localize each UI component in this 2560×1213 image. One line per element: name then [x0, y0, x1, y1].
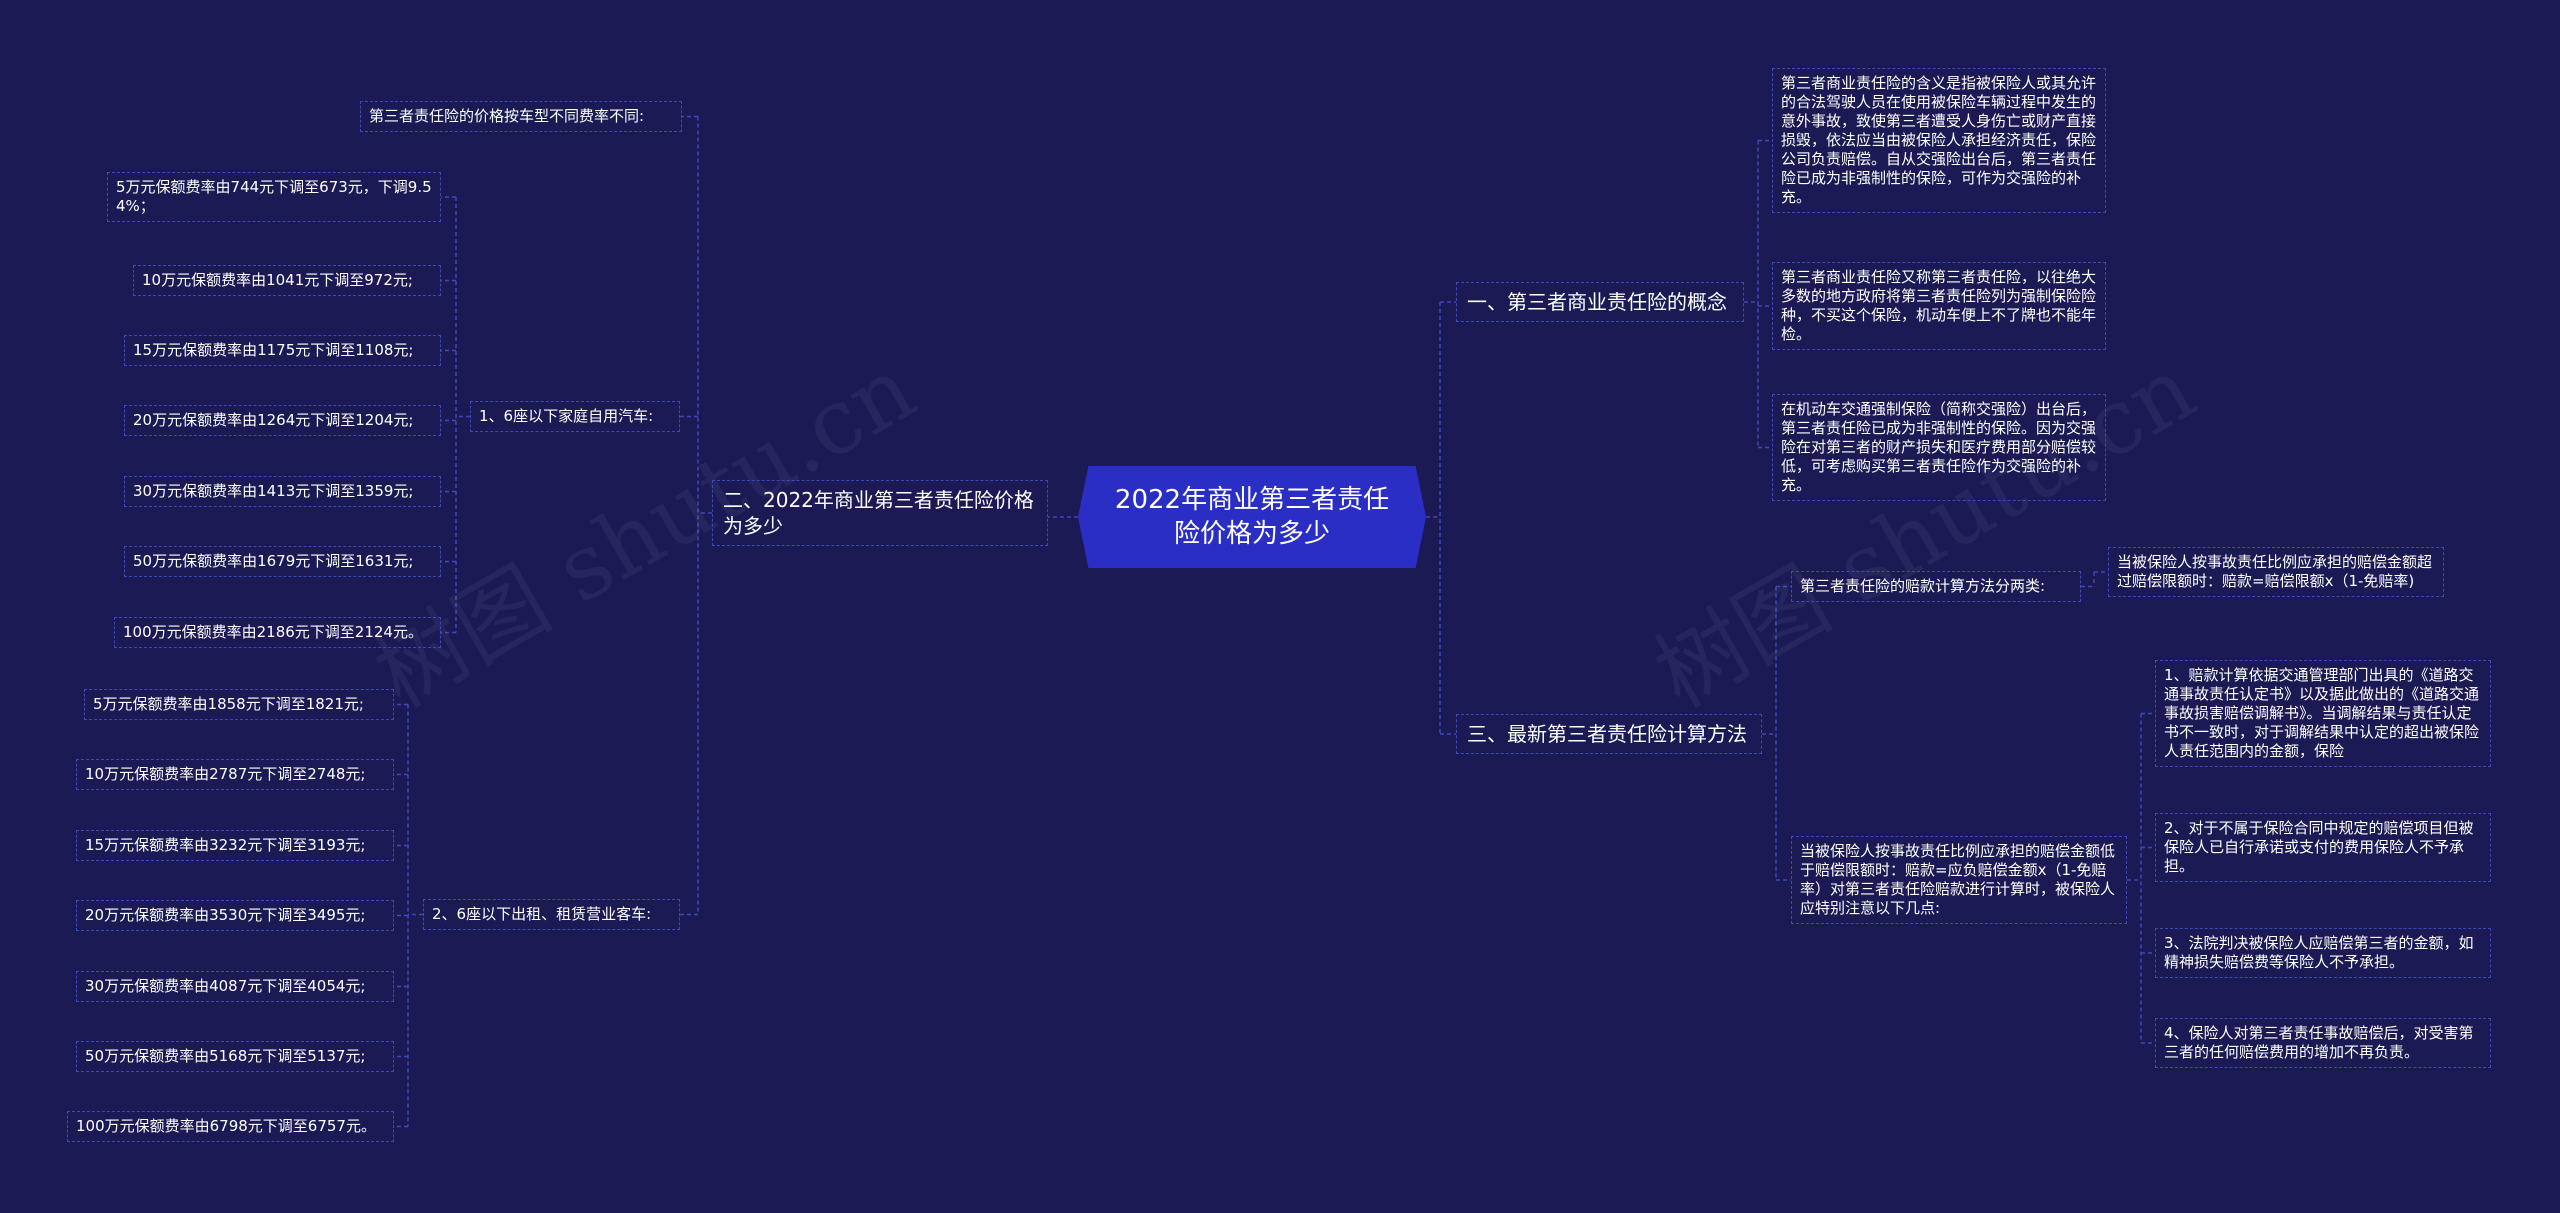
- calc-point[interactable]: 4、保险人对第三者责任事故赔偿后，对受害第三者的任何赔偿费用的增加不再负责。: [2155, 1018, 2491, 1068]
- concept-item[interactable]: 第三者商业责任险又称第三者责任险，以往绝大多数的地方政府将第三者责任险列为强制保…: [1772, 262, 2106, 350]
- calc-method-title[interactable]: 第三者责任险的赔款计算方法分两类:: [1791, 571, 2081, 602]
- rate-item[interactable]: 20万元保额费率由3530元下调至3495元;: [76, 900, 394, 931]
- calc-point[interactable]: 2、对于不属于保险合同中规定的赔偿项目但被保险人已自行承诺或支付的费用保险人不予…: [2155, 813, 2491, 882]
- rate-item[interactable]: 10万元保额费率由2787元下调至2748元;: [76, 759, 394, 790]
- rate-item[interactable]: 5万元保额费率由1858元下调至1821元;: [84, 689, 394, 720]
- branch-price[interactable]: 二、2022年商业第三者责任险价格为多少: [712, 480, 1048, 546]
- rate-item[interactable]: 100万元保额费率由6798元下调至6757元。: [67, 1111, 394, 1142]
- rate-item[interactable]: 30万元保额费率由1413元下调至1359元;: [124, 476, 441, 507]
- rate-item[interactable]: 30万元保额费率由4087元下调至4054元;: [76, 971, 394, 1002]
- calc-note[interactable]: 当被保险人按事故责任比例应承担的赔偿金额低于赔偿限额时：赔款=应负赔偿金额x（1…: [1791, 836, 2127, 924]
- rate-item[interactable]: 15万元保额费率由3232元下调至3193元;: [76, 830, 394, 861]
- rate-item[interactable]: 15万元保额费率由1175元下调至1108元;: [124, 335, 441, 366]
- concept-item[interactable]: 在机动车交通强制保险（简称交强险）出台后，第三者责任险已成为非强制性的保险。因为…: [1772, 394, 2106, 501]
- rate-item[interactable]: 50万元保额费率由5168元下调至5137元;: [76, 1041, 394, 1072]
- rate-item[interactable]: 20万元保额费率由1264元下调至1204元;: [124, 405, 441, 436]
- concept-item[interactable]: 第三者商业责任险的含义是指被保险人或其允许的合法驾驶人员在使用被保险车辆过程中发…: [1772, 68, 2106, 213]
- price-intro[interactable]: 第三者责任险的价格按车型不同费率不同:: [360, 101, 682, 132]
- group-taxi-rental[interactable]: 2、6座以下出租、租赁营业客车:: [423, 899, 680, 930]
- calc-point[interactable]: 3、法院判决被保险人应赔偿第三者的金额，如精神损失赔偿费等保险人不予承担。: [2155, 928, 2491, 978]
- calc-point[interactable]: 1、赔款计算依据交通管理部门出具的《道路交通事故责任认定书》以及据此做出的《道路…: [2155, 660, 2491, 767]
- rate-item[interactable]: 5万元保额费率由744元下调至673元，下调9.54%；: [107, 172, 441, 222]
- root-topic[interactable]: 2022年商业第三者责任险价格为多少: [1078, 466, 1426, 568]
- calc-method-detail[interactable]: 当被保险人按事故责任比例应承担的赔偿金额超过赔偿限额时：赔款=赔偿限额x（1-免…: [2108, 547, 2444, 597]
- branch-concept[interactable]: 一、第三者商业责任险的概念: [1456, 282, 1744, 322]
- rate-item[interactable]: 50万元保额费率由1679元下调至1631元;: [124, 546, 441, 577]
- group-private-cars[interactable]: 1、6座以下家庭自用汽车:: [470, 401, 680, 432]
- rate-item[interactable]: 10万元保额费率由1041元下调至972元;: [133, 265, 441, 296]
- branch-calc[interactable]: 三、最新第三者责任险计算方法: [1456, 714, 1762, 754]
- rate-item[interactable]: 100万元保额费率由2186元下调至2124元。: [114, 617, 441, 648]
